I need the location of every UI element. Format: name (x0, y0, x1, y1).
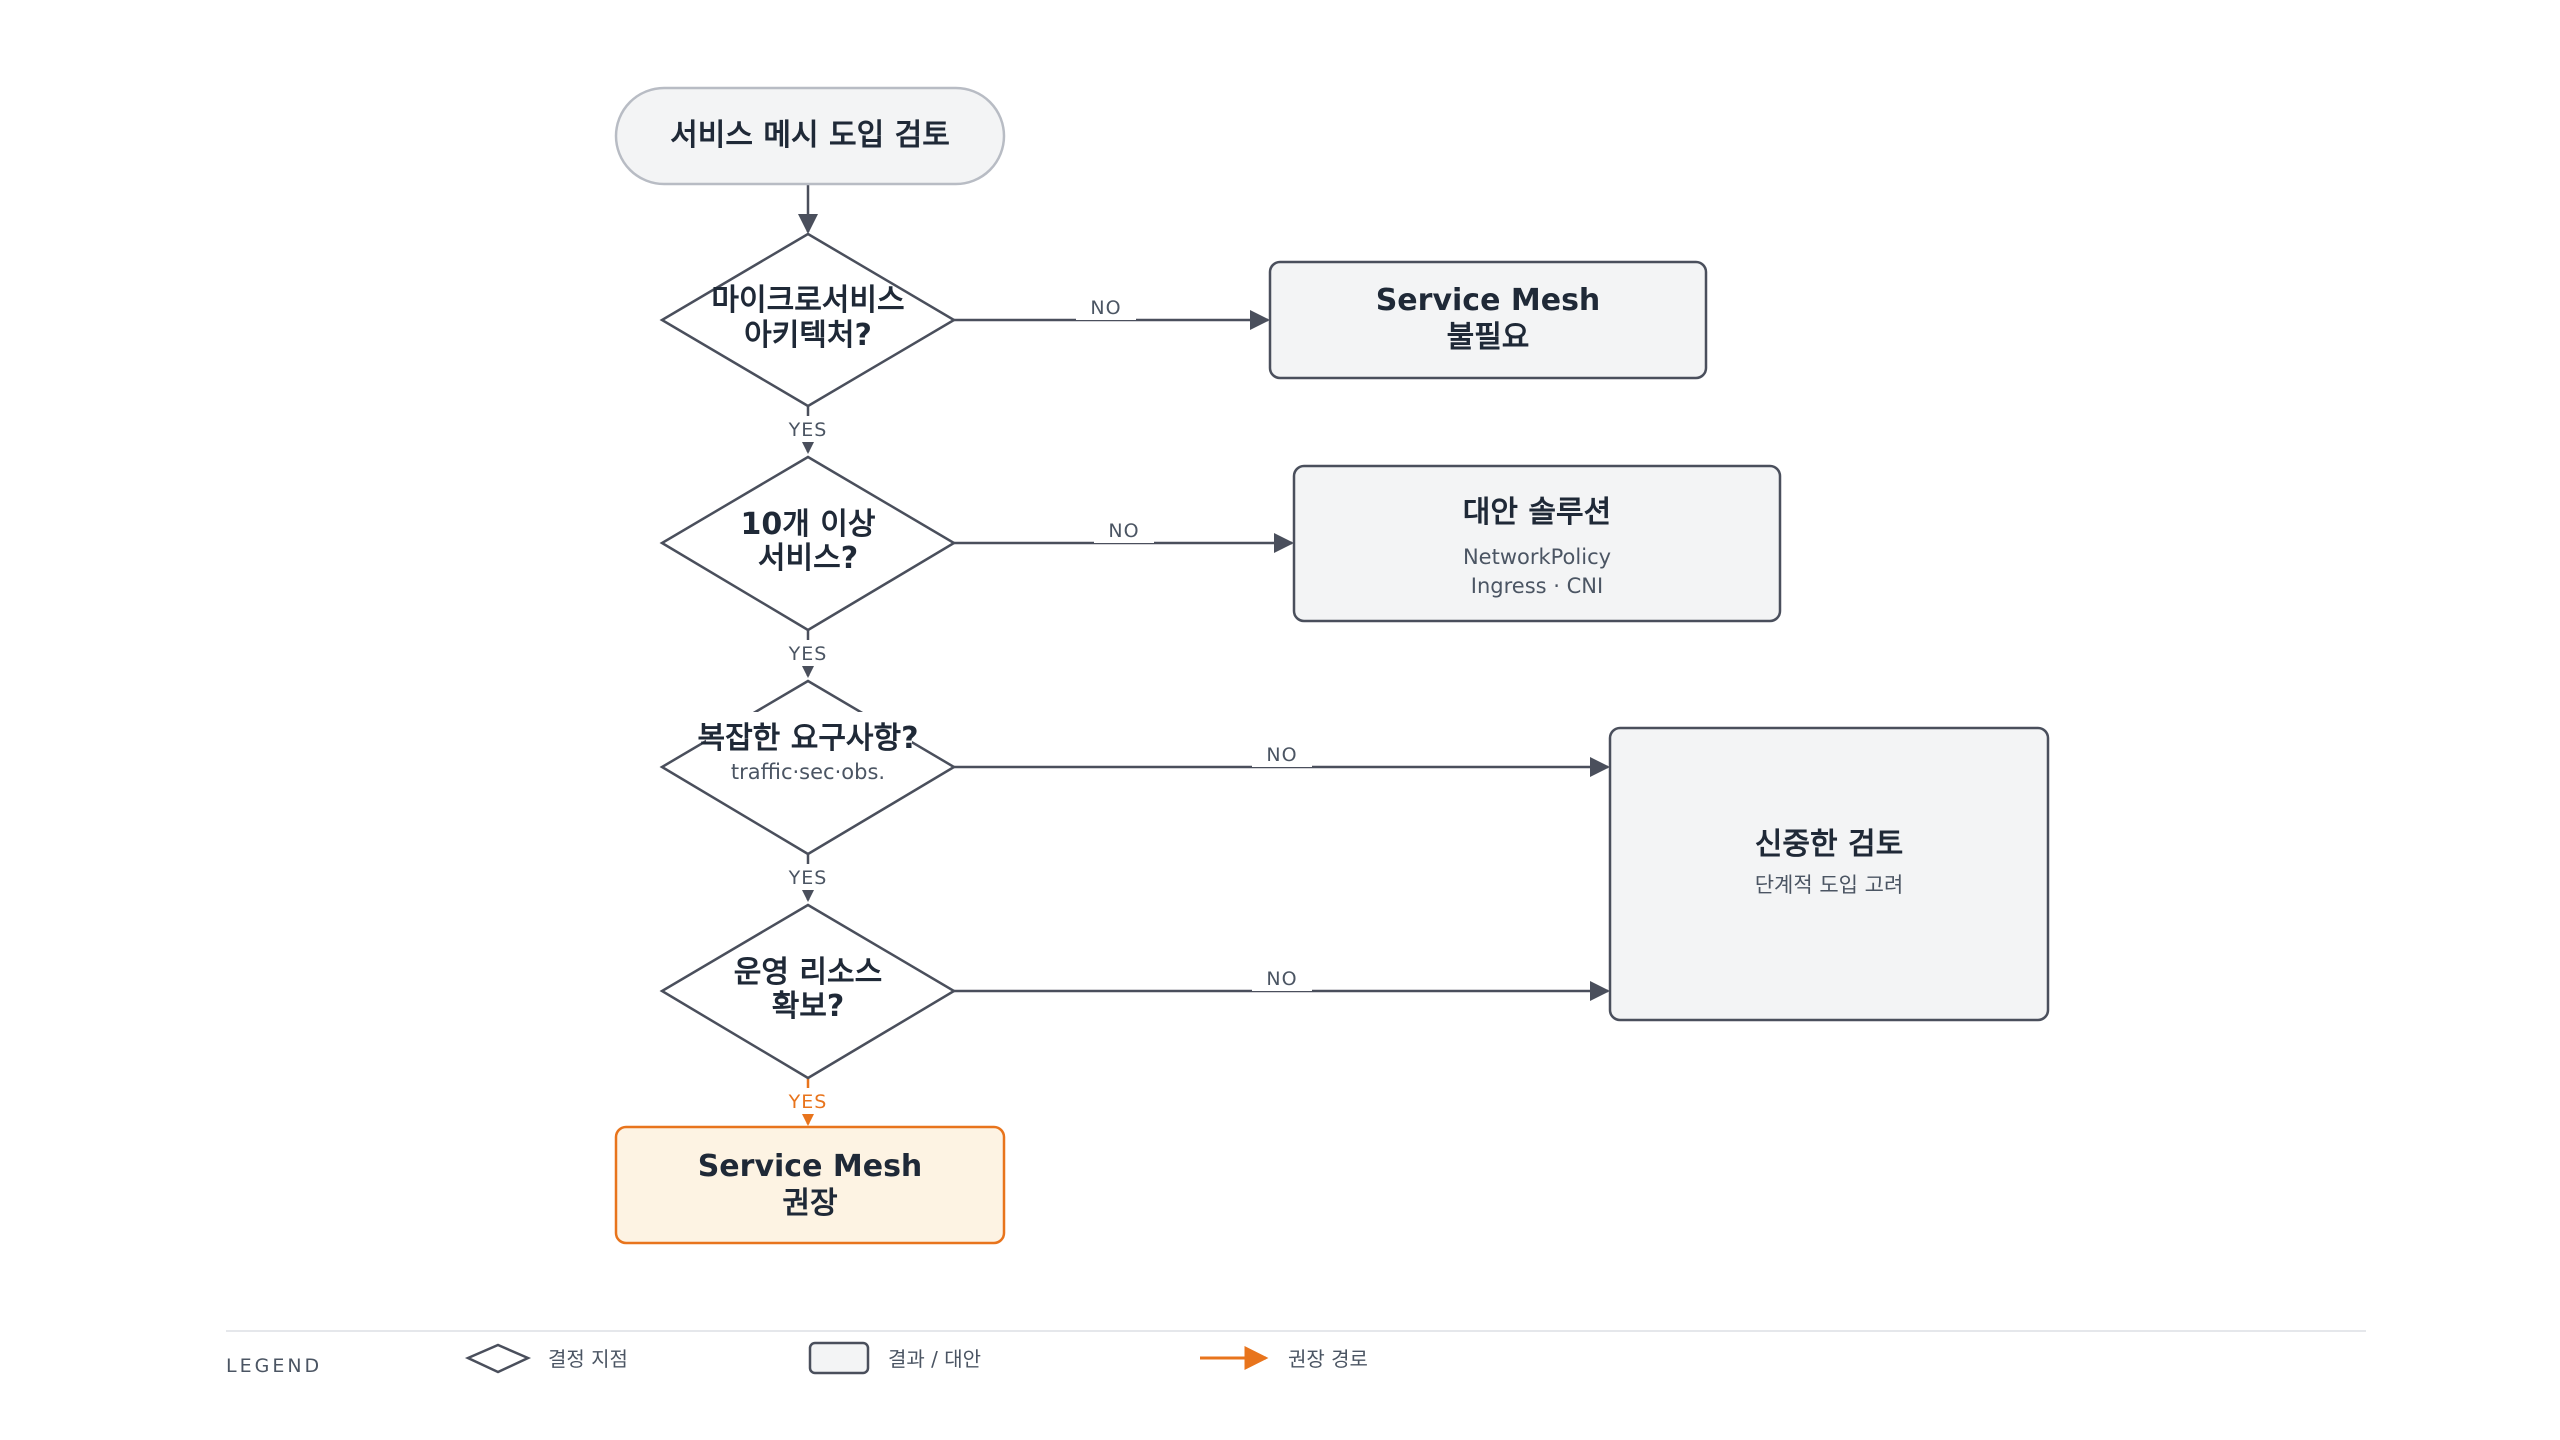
legend-decision-diamond-icon (464, 1343, 532, 1374)
edge-label-no-q4: NO (1266, 968, 1297, 990)
edge-label-no-q1: NO (1090, 297, 1121, 319)
edge-label-no-q2: NO (1108, 520, 1139, 542)
decision-microservices[interactable]: 마이크로서비스 아키텍처? (659, 232, 957, 408)
decision-service-count-line2: 서비스? (758, 541, 858, 576)
legend: LEGEND 결정 지점 결과 / 대안 권장 경로 (226, 1330, 2366, 1377)
decision-ops-resources-line2: 확보? (772, 989, 845, 1024)
outcome-service-mesh-not-needed[interactable]: Service Mesh 불필요 (1268, 260, 1708, 380)
outcome-alternative-sub1: NetworkPolicy (1463, 545, 1611, 569)
outcome-alternative-solutions[interactable]: 대안 솔루션 NetworkPolicy Ingress · CNI (1292, 464, 1782, 623)
outcome-not-needed-line1: Service Mesh (1376, 283, 1601, 318)
edge-label-no-q3: NO (1266, 744, 1297, 766)
outcome-careful-title: 신중한 검토 (1755, 827, 1903, 862)
decision-microservices-line1: 마이크로서비스 (711, 283, 904, 318)
outcome-alternative-title: 대안 솔루션 (1463, 495, 1611, 530)
outcome-alternative-sub2: Ingress · CNI (1471, 574, 1603, 598)
outcome-careful-sub: 단계적 도입 고려 (1755, 873, 1904, 897)
outcome-recommended-line2: 권장 (782, 1186, 838, 1221)
decision-service-count-line1: 10개 이상 (741, 507, 876, 542)
outcome-not-needed-line2: 불필요 (1447, 320, 1530, 355)
outcome-recommended-line1: Service Mesh (698, 1149, 923, 1184)
decision-complex-requirements-sub: traffic·sec·obs. (731, 760, 885, 784)
edge-label-yes-q1: YES (788, 419, 828, 441)
decision-ops-resources[interactable]: 운영 리소스 확보? (659, 903, 957, 1080)
legend-result-box-icon (808, 1341, 870, 1375)
outcome-careful-review[interactable]: 신중한 검토 단계적 도입 고려 (1608, 726, 2050, 1022)
edge-label-yes-q4: YES (788, 1091, 828, 1113)
legend-result-label: 결과 / 대안 (888, 1347, 981, 1371)
legend-decision-label: 결정 지점 (548, 1347, 628, 1371)
edge-label-yes-q3: YES (788, 867, 828, 889)
decision-service-count[interactable]: 10개 이상 서비스? (659, 455, 957, 632)
start-node[interactable]: 서비스 메시 도입 검토 (614, 86, 1006, 186)
decision-ops-resources-line1: 운영 리소스 (734, 955, 882, 990)
start-node-title: 서비스 메시 도입 검토 (670, 118, 950, 153)
decision-complex-requirements-line1: 복잡한 요구사항? (697, 721, 918, 756)
outcome-service-mesh-recommended[interactable]: Service Mesh 권장 (614, 1125, 1006, 1245)
legend-recommended-label: 권장 경로 (1288, 1347, 1368, 1371)
edge-label-yes-q2: YES (788, 643, 828, 665)
legend-title: LEGEND (226, 1355, 322, 1377)
decision-complex-requirements[interactable]: 복잡한 요구사항? traffic·sec·obs. (659, 679, 957, 856)
decision-microservices-line2: 아키텍처? (744, 318, 872, 353)
